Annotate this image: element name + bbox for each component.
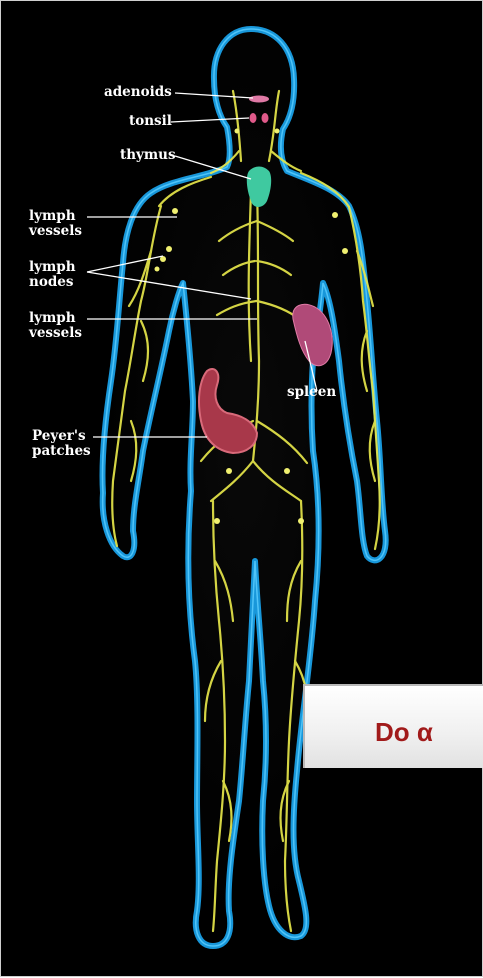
label-tonsil: tonsil: [129, 114, 172, 129]
callout-box: Do α: [303, 684, 483, 768]
body-silhouette: [102, 29, 385, 946]
label-adenoids: adenoids: [104, 85, 172, 100]
label-lymph-vessels-lower: lymph vessels: [29, 311, 82, 341]
label-lymph-nodes: lymph nodes: [29, 260, 76, 290]
label-spleen: spleen: [287, 385, 336, 400]
adenoids-organ: [249, 96, 269, 103]
label-thymus: thymus: [120, 148, 176, 163]
label-lymph-vessels-upper: lymph vessels: [29, 209, 82, 239]
label-peyers-patches: Peyer's patches: [32, 429, 91, 459]
callout-text: Do α: [375, 717, 433, 747]
